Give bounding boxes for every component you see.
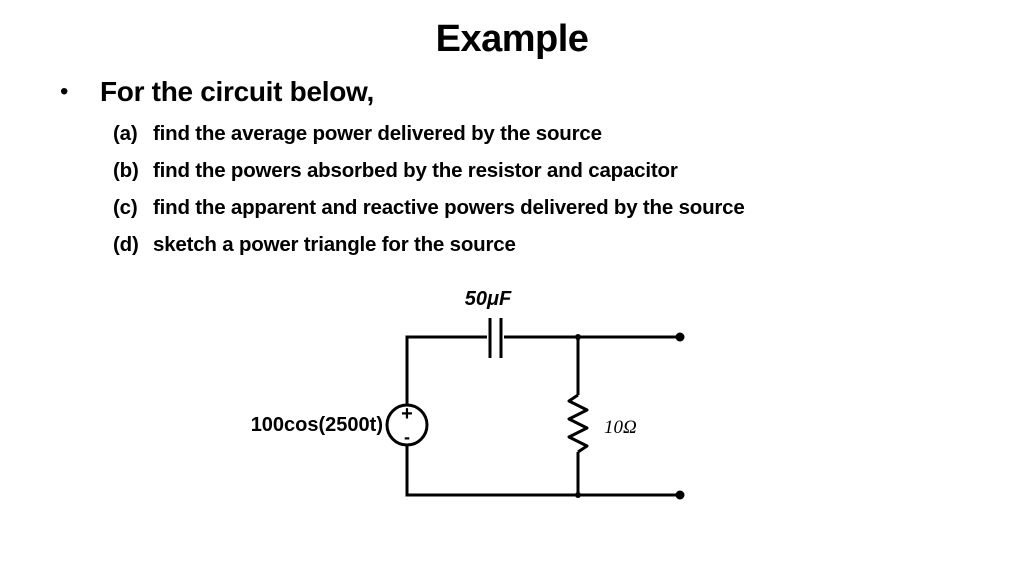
- source-minus-sign: -: [404, 427, 410, 447]
- capacitor-label: 50μF: [465, 288, 512, 310]
- resistor-label: 10Ω: [604, 417, 637, 438]
- sub-item-marker: (b): [113, 159, 139, 182]
- bullet-item: • For the circuit below,: [60, 74, 374, 110]
- resistor-zigzag: [567, 393, 589, 454]
- junction-bottom: [575, 492, 581, 498]
- slide-title: Example: [435, 18, 589, 60]
- sub-item-marker: (d): [113, 233, 139, 256]
- sub-item-d: (d) sketch a power triangle for the sourc…: [113, 229, 745, 266]
- sub-item-b: (b) find the powers absorbed by the resis…: [113, 155, 745, 192]
- sub-item-text: sketch a power triangle for the source: [153, 233, 516, 256]
- sub-item-text: find the average power delivered by the …: [153, 122, 602, 145]
- sub-item-c: (c) find the apparent and reactive powers…: [113, 192, 745, 229]
- wire-bottom: [405, 445, 680, 497]
- bullet-text: For the circuit below,: [100, 76, 374, 107]
- wire-top-left: [405, 335, 487, 405]
- sub-item-marker: (c): [113, 196, 138, 219]
- sub-item-text: find the powers absorbed by the resistor…: [153, 159, 678, 182]
- bullet-dot-icon: •: [60, 78, 69, 105]
- source-plus-sign: +: [401, 403, 413, 425]
- sub-item-marker: (a): [113, 122, 138, 145]
- sub-item-text: find the apparent and reactive powers de…: [153, 196, 745, 219]
- source-label: 100cos(2500t): [251, 414, 383, 436]
- voltage-source-icon: [385, 403, 429, 447]
- terminal-top: [675, 332, 685, 342]
- sub-item-a: (a) find the average power delivered by t…: [113, 118, 745, 155]
- terminal-bottom: [675, 490, 685, 500]
- sub-item-list: (a) find the average power delivered by t…: [113, 118, 745, 266]
